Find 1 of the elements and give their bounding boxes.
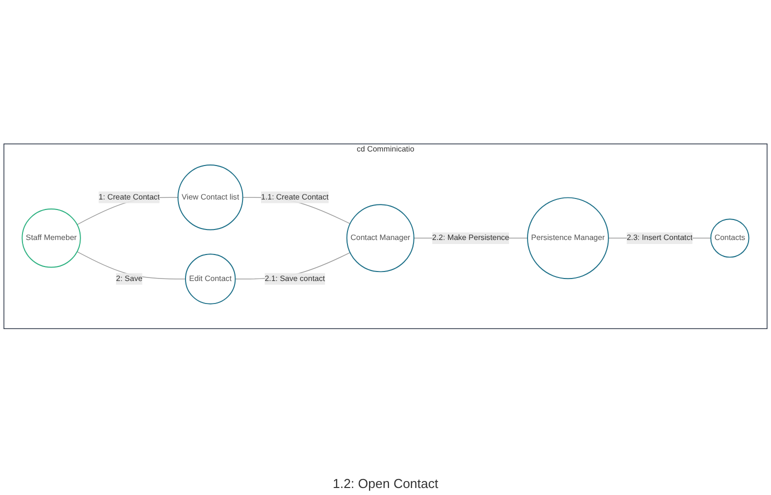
message-label: 1.2: Open Contact — [332, 476, 438, 491]
